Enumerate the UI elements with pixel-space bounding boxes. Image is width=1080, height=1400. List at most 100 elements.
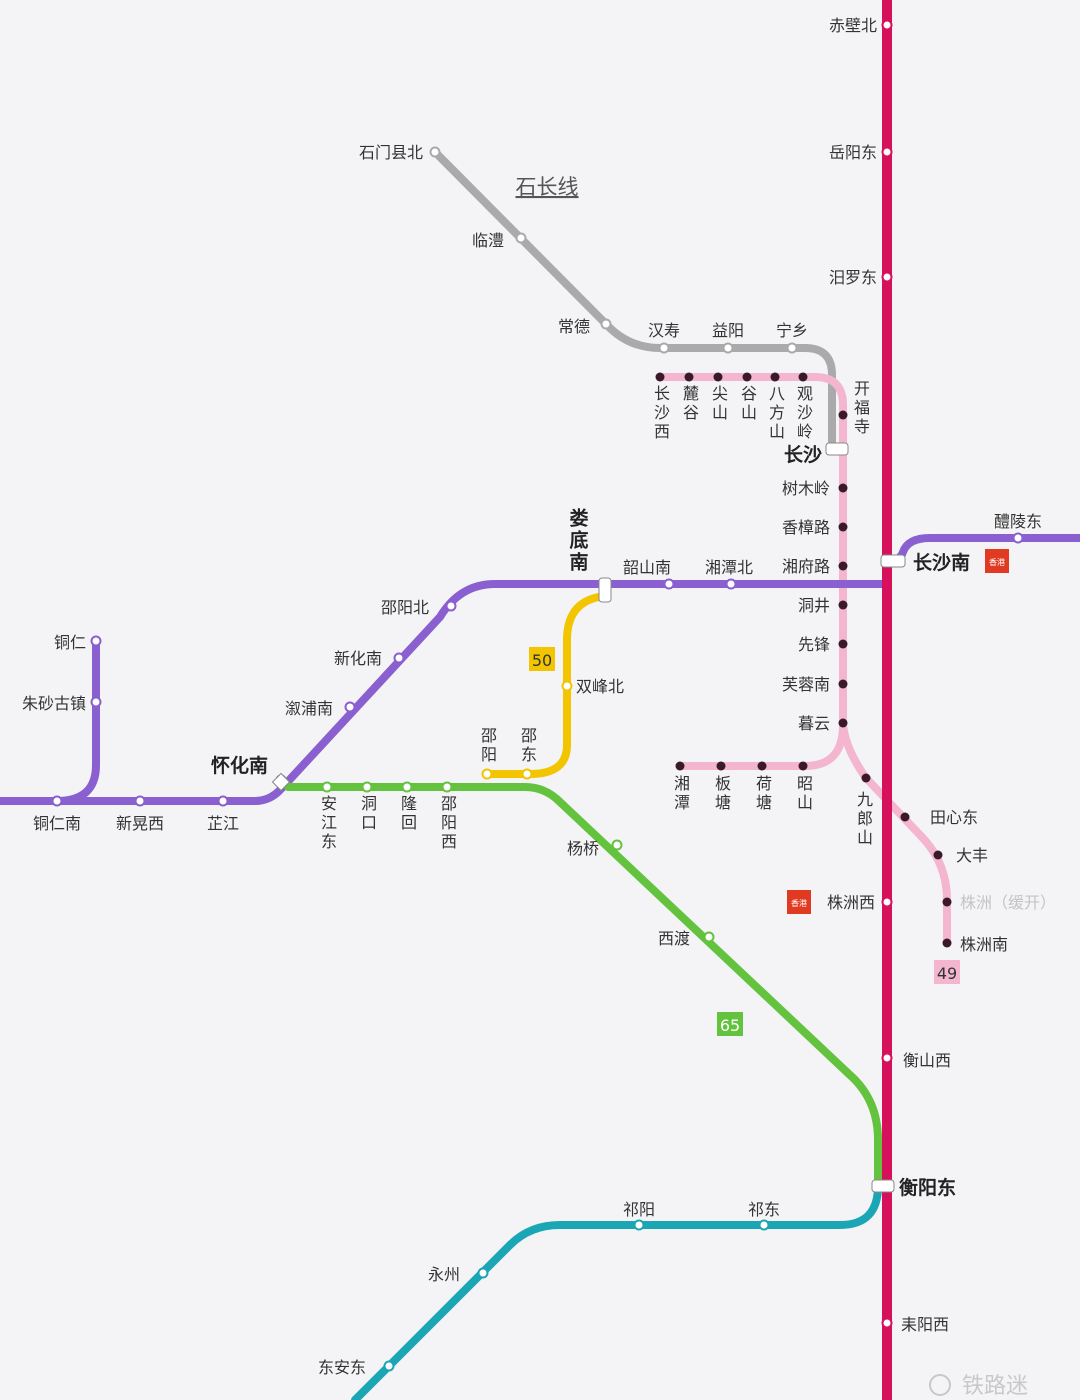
station-label: 双峰北	[576, 677, 624, 696]
station-marker[interactable]	[722, 342, 734, 354]
station-label: 赤壁北	[829, 16, 877, 35]
station-marker[interactable]	[658, 342, 670, 354]
station-marker[interactable]	[429, 146, 441, 158]
track-yellow	[483, 592, 609, 778]
station-marker[interactable]	[798, 372, 808, 382]
station-marker[interactable]	[515, 232, 527, 244]
station-label: 邵阳西	[438, 795, 457, 852]
station-label: 祁阳	[623, 1200, 655, 1219]
station-marker[interactable]	[600, 318, 612, 330]
station-marker[interactable]	[477, 1267, 489, 1279]
station-label: 湘府路	[782, 557, 830, 576]
station-label: 隆回	[398, 795, 417, 833]
station-label: 衡阳东	[899, 1176, 956, 1199]
station-label: 祁东	[748, 1200, 780, 1219]
station-marker[interactable]	[881, 19, 893, 31]
station-marker[interactable]	[838, 522, 848, 532]
station-label: 长沙	[784, 444, 822, 466]
station-label: 开福寺	[851, 380, 870, 437]
station-label: 株洲南	[960, 935, 1008, 954]
station-label: 安江东	[318, 795, 337, 852]
line-50-label: 50	[532, 651, 552, 670]
station-marker[interactable]	[861, 773, 871, 783]
station-marker[interactable]	[838, 410, 848, 420]
station-marker[interactable]	[881, 896, 893, 908]
station-marker[interactable]	[393, 652, 405, 664]
station-marker[interactable]	[838, 679, 848, 689]
line-title: 石长线	[516, 175, 579, 199]
station-marker[interactable]	[757, 761, 767, 771]
station-marker[interactable]	[1012, 532, 1024, 544]
station-marker[interactable]	[344, 701, 356, 713]
station-label: 临澧	[472, 231, 504, 250]
station-marker[interactable]	[716, 761, 726, 771]
station-label: 邵阳北	[381, 598, 429, 617]
station-marker[interactable]	[933, 850, 943, 860]
station-label: 常德	[558, 317, 590, 336]
station-marker[interactable]	[383, 1360, 395, 1372]
interchange-marker[interactable]	[880, 554, 906, 568]
station-marker[interactable]	[742, 372, 752, 382]
station-marker[interactable]	[445, 600, 457, 612]
station-label: 大丰	[956, 846, 988, 865]
station-label: 新化南	[334, 649, 382, 668]
station-marker[interactable]	[401, 781, 413, 793]
station-marker[interactable]	[90, 696, 102, 708]
station-marker[interactable]	[881, 1052, 893, 1064]
station-label: 西渡	[658, 929, 690, 948]
station-marker[interactable]	[942, 938, 952, 948]
station-marker[interactable]	[655, 372, 665, 382]
station-marker[interactable]	[798, 761, 808, 771]
station-marker[interactable]	[725, 578, 737, 590]
station-marker[interactable]	[361, 781, 373, 793]
station-label: 香樟路	[782, 518, 830, 537]
interchange-marker[interactable]	[598, 577, 612, 603]
station-marker[interactable]	[838, 600, 848, 610]
station-label: 株洲（缓开）	[960, 893, 1056, 912]
svg-text:香港: 香港	[989, 557, 1005, 567]
station-marker[interactable]	[134, 795, 146, 807]
station-marker[interactable]	[838, 639, 848, 649]
station-marker[interactable]	[770, 372, 780, 382]
station-label: 益阳	[712, 321, 744, 340]
station-label: 湘潭北	[705, 558, 753, 577]
line-50-badge: 50	[529, 647, 555, 671]
station-marker[interactable]	[90, 635, 102, 647]
interchange-marker[interactable]	[871, 1179, 895, 1193]
station-label: 岳阳东	[829, 143, 877, 162]
station-label: 溆浦南	[285, 699, 333, 718]
station-marker[interactable]	[881, 271, 893, 283]
station-marker[interactable]	[703, 931, 715, 943]
station-marker[interactable]	[481, 768, 493, 780]
station-marker[interactable]	[942, 897, 952, 907]
station-label: 长沙西	[651, 385, 670, 442]
interchange-marker[interactable]	[271, 772, 291, 792]
interchange-marker[interactable]	[825, 442, 849, 456]
station-marker[interactable]	[786, 342, 798, 354]
hub-badge-zhuzhouxi: 香港	[787, 890, 811, 914]
station-marker[interactable]	[675, 761, 685, 771]
station-marker[interactable]	[521, 768, 533, 780]
station-marker[interactable]	[611, 839, 623, 851]
station-marker[interactable]	[758, 1219, 770, 1231]
station-marker[interactable]	[633, 1219, 645, 1231]
station-label: 暮云	[798, 714, 830, 733]
station-marker[interactable]	[321, 781, 333, 793]
station-label: 九郎山	[854, 791, 873, 848]
station-marker[interactable]	[881, 146, 893, 158]
station-marker[interactable]	[663, 578, 675, 590]
station-marker[interactable]	[217, 795, 229, 807]
station-marker[interactable]	[838, 718, 848, 728]
station-marker[interactable]	[881, 1317, 893, 1329]
station-label: 铜仁南	[33, 814, 81, 833]
station-marker[interactable]	[900, 812, 910, 822]
station-marker[interactable]	[838, 561, 848, 571]
station-marker[interactable]	[51, 795, 63, 807]
station-label: 怀化南	[211, 754, 268, 777]
station-marker[interactable]	[441, 781, 453, 793]
station-marker[interactable]	[713, 372, 723, 382]
station-marker[interactable]	[561, 680, 573, 692]
station-marker[interactable]	[684, 372, 694, 382]
station-marker[interactable]	[838, 483, 848, 493]
